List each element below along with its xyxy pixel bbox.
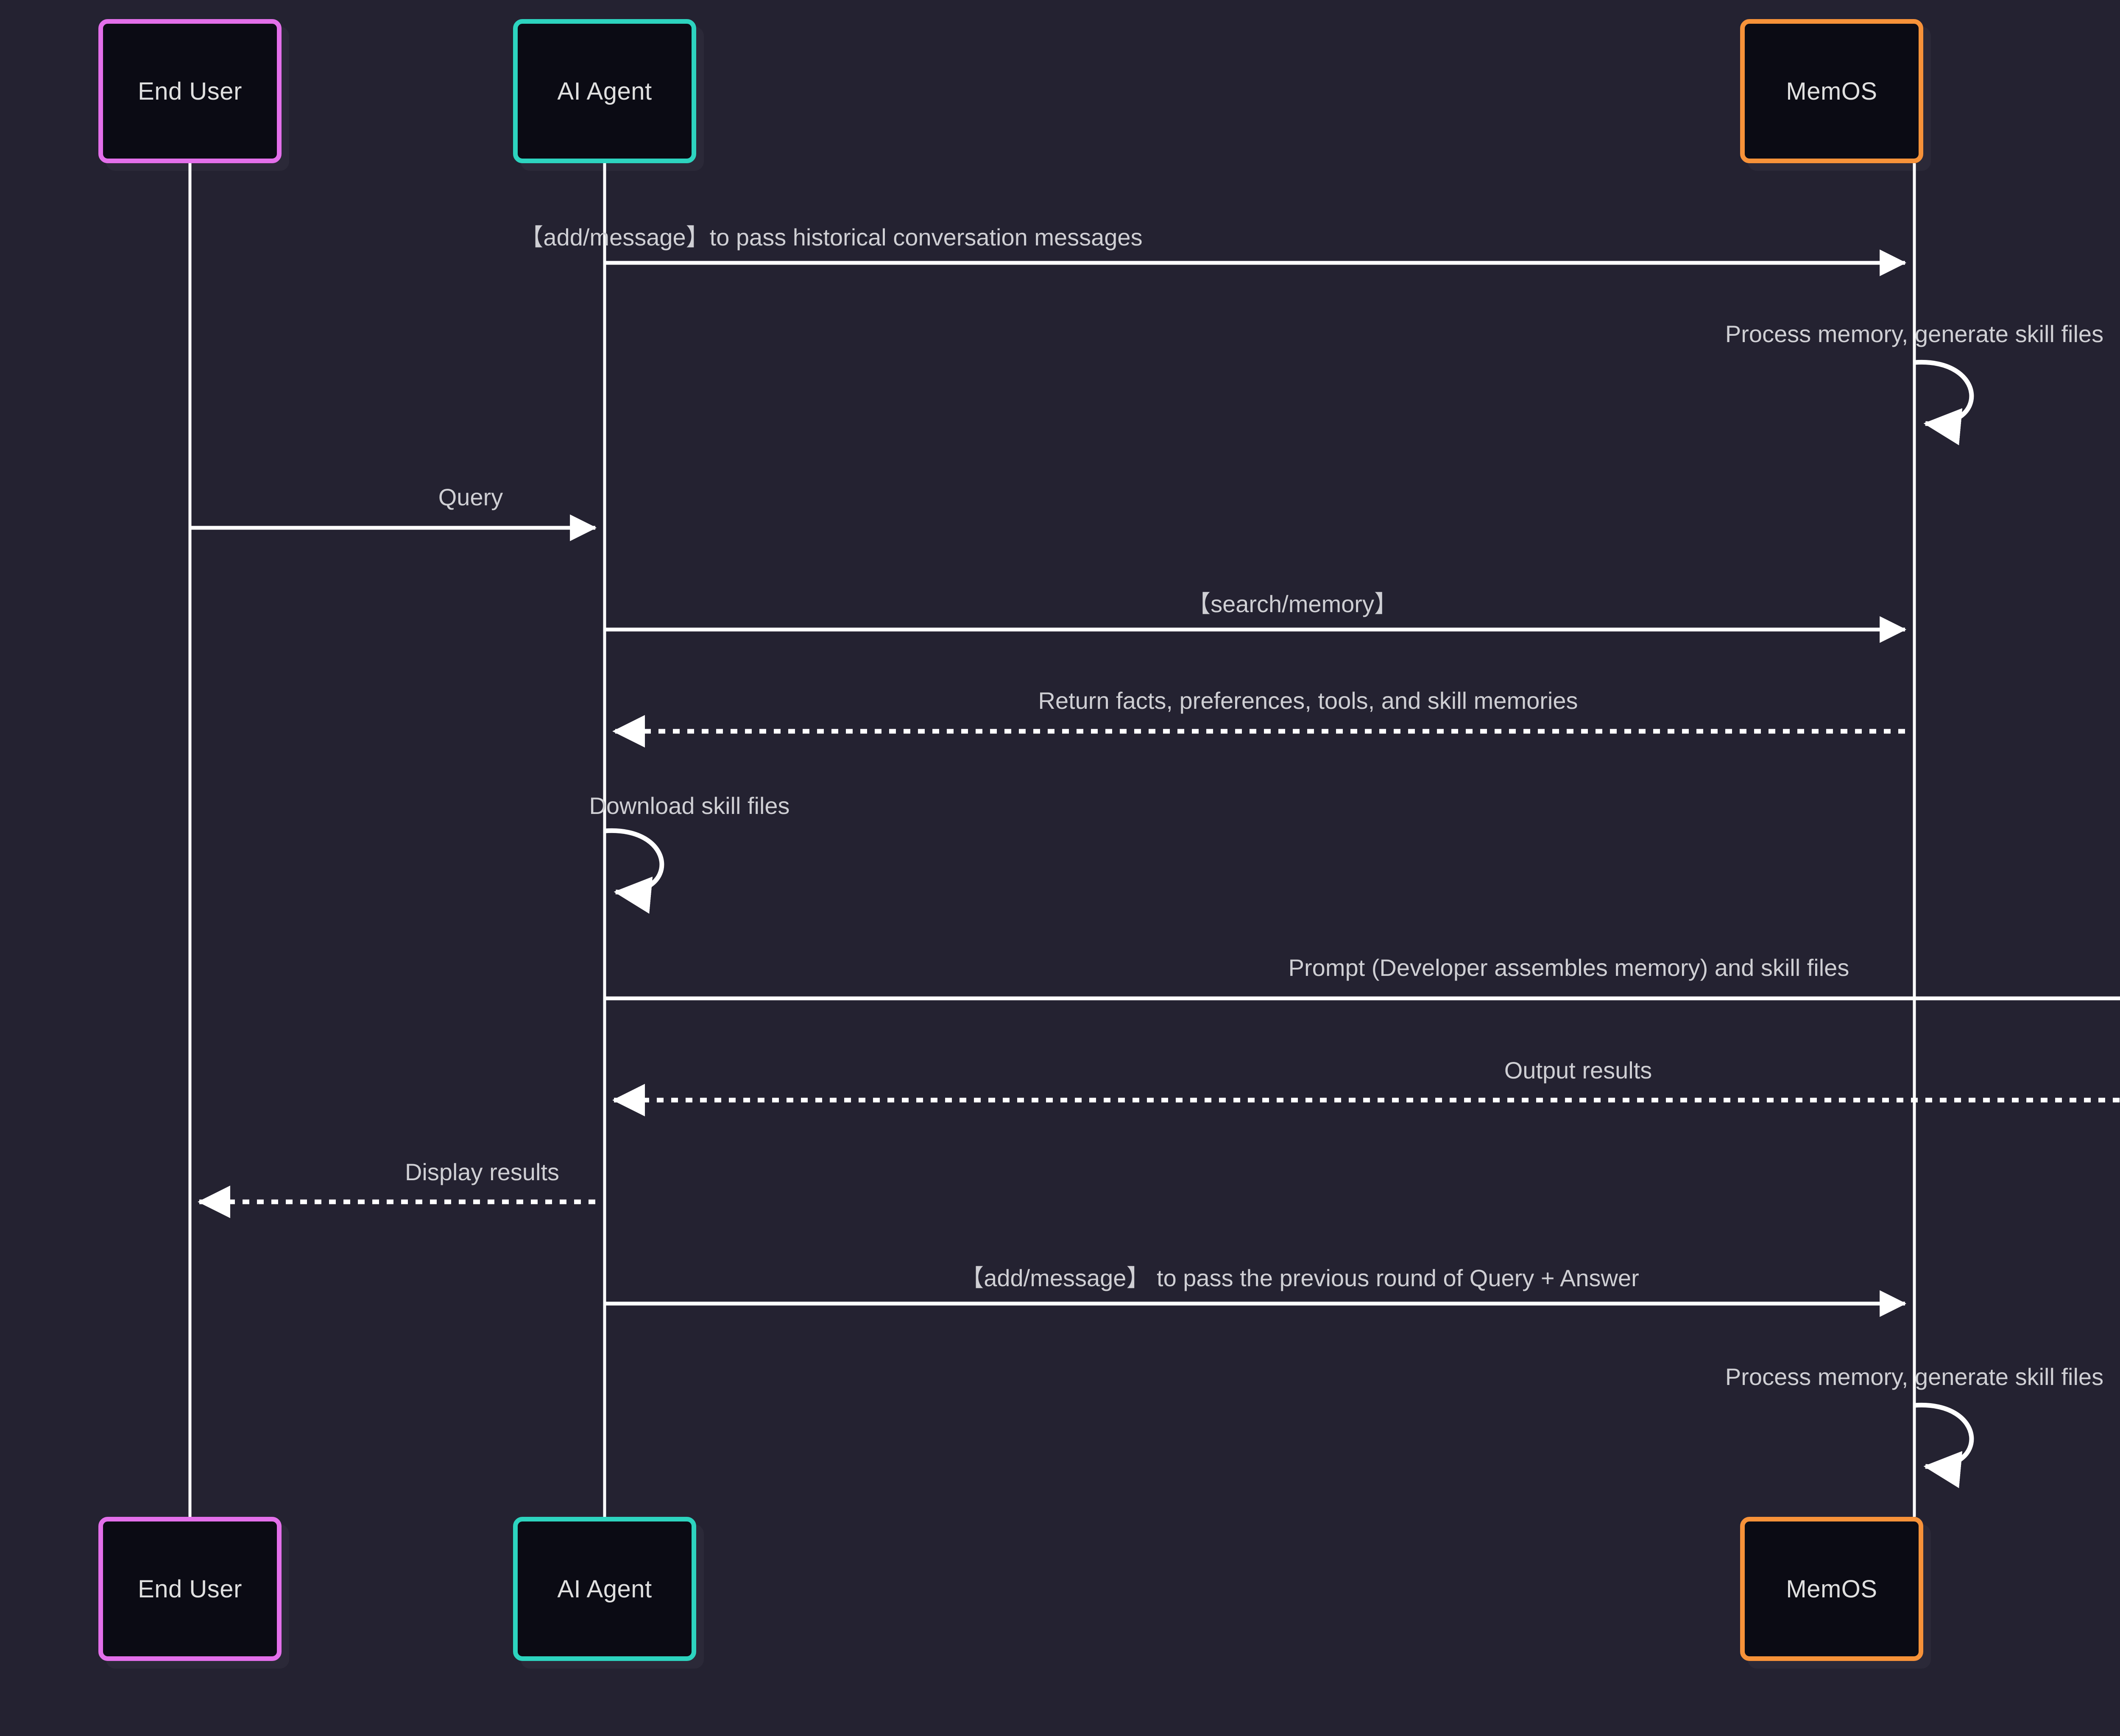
actor-label-ai-agent: AI Agent — [557, 1575, 652, 1603]
message-arrows-group — [190, 249, 2120, 1488]
message-label-m5: Return facts, preferences, tools, and sk… — [1038, 687, 1578, 714]
message-label-m10: 【add/message】 to pass the previous round… — [960, 1265, 1639, 1291]
message-label-m1: 【add/message】to pass historical conversa… — [519, 224, 1143, 251]
message-label-m9: Display results — [404, 1159, 560, 1185]
actor-box-end-user-top[interactable]: End User — [98, 19, 282, 163]
message-label-m2: Process memory, generate skill files — [1725, 320, 2104, 347]
actor-box-end-user-bottom[interactable]: End User — [98, 1517, 282, 1661]
actor-label-ai-agent: AI Agent — [557, 77, 652, 105]
actor-box-memos-bottom[interactable]: MemOS — [1740, 1517, 1923, 1661]
message-label-m6: Download skill files — [589, 792, 790, 819]
message-label-m3: Query — [438, 484, 503, 510]
actor-label-end-user: End User — [138, 77, 242, 105]
message-self-loop-m11 — [1914, 1402, 1974, 1488]
message-label-m7: Prompt (Developer assembles memory) and … — [1288, 954, 1849, 981]
lifelines-group — [188, 163, 1916, 1517]
message-label-m11: Process memory, generate skill files — [1725, 1363, 2104, 1390]
message-self-loop-m6 — [604, 828, 664, 914]
actor-label-memos: MemOS — [1786, 1575, 1877, 1603]
actor-label-end-user: End User — [138, 1575, 242, 1603]
message-label-m4: 【search/memory】 — [1187, 591, 1398, 617]
actor-box-memos-top[interactable]: MemOS — [1740, 19, 1923, 163]
message-label-m8: Output results — [1504, 1057, 1652, 1084]
actor-box-ai-agent-top[interactable]: AI Agent — [513, 19, 696, 163]
message-self-loop-m2 — [1914, 359, 1974, 446]
actor-label-memos: MemOS — [1786, 77, 1877, 105]
actor-box-ai-agent-bottom[interactable]: AI Agent — [513, 1517, 696, 1661]
